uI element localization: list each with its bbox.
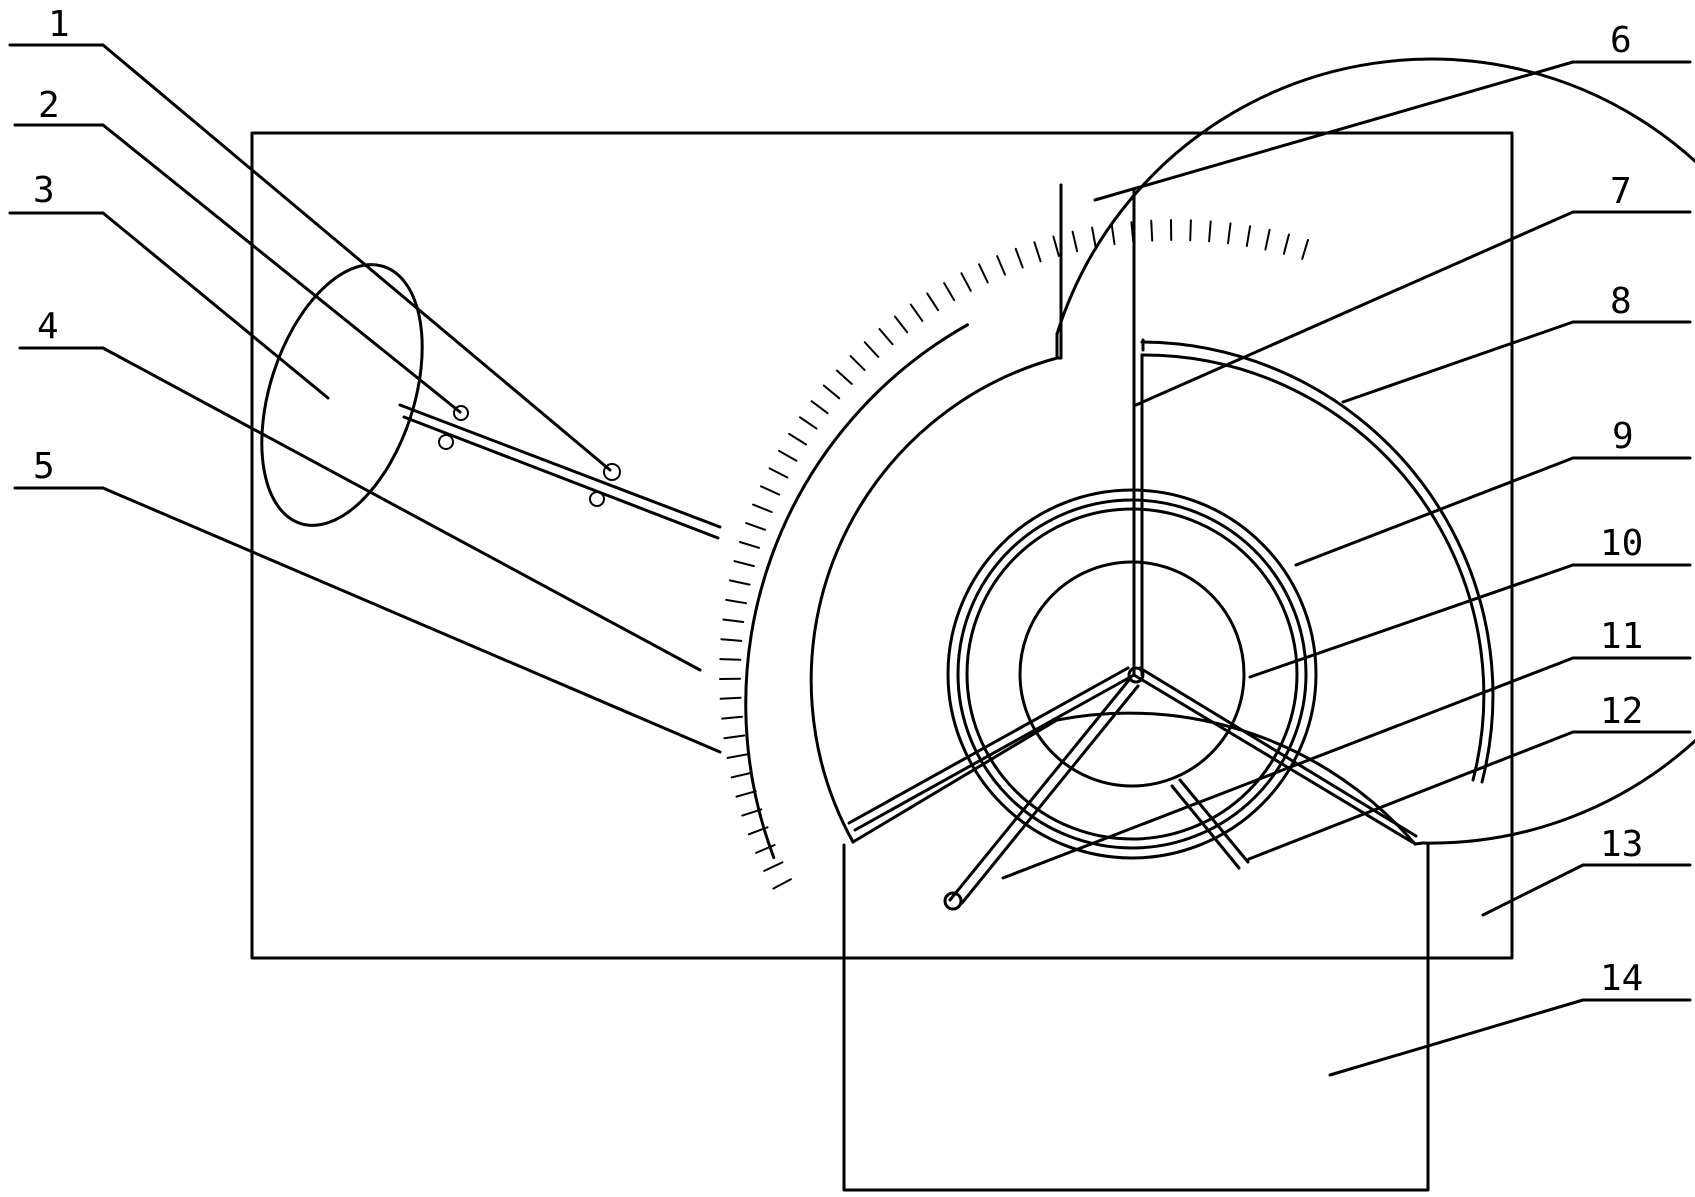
callout-3: 3	[33, 170, 55, 211]
callout-11: 11	[1600, 616, 1643, 657]
pointer-rod-4	[398, 403, 722, 540]
scale-tick	[719, 696, 742, 700]
scale-tick	[878, 328, 894, 346]
scale-tick	[763, 861, 784, 872]
callout-6: 6	[1610, 20, 1632, 61]
base-box-14	[842, 843, 1430, 1192]
scale-tick	[735, 790, 757, 798]
scale-tick	[926, 292, 940, 312]
scale-tick	[893, 315, 909, 334]
housing-13	[250, 131, 1514, 960]
scale-tick	[741, 808, 763, 817]
scale-tick	[799, 416, 818, 430]
scale-tick	[768, 467, 789, 479]
scale-tick	[720, 638, 743, 642]
middle-ring-9	[946, 488, 1318, 860]
callout-1: 1	[48, 4, 70, 45]
scale-tick	[996, 255, 1006, 276]
scale-tick	[760, 485, 781, 496]
scale-tick	[738, 541, 760, 549]
scale-tick	[747, 826, 769, 836]
inner-hub-10	[1018, 560, 1246, 788]
scale-tick	[730, 771, 753, 779]
outer-shell-8	[809, 57, 1695, 846]
callout-9: 9	[1612, 416, 1634, 457]
scale-tick	[726, 753, 749, 759]
scale-tick	[722, 618, 745, 623]
scale-tick	[725, 598, 747, 605]
scale-tick	[863, 341, 880, 358]
scale-tick	[752, 503, 773, 513]
callout-4: 4	[37, 306, 59, 347]
scale-tick	[1110, 223, 1116, 246]
callout-labels: 1 2 3 4 5 6 7 8 9 10 11 12 13 14	[33, 4, 1643, 999]
scale-tick	[1189, 219, 1192, 242]
callout-14: 14	[1600, 958, 1643, 999]
fasteners-1-2	[438, 405, 621, 507]
callout-12: 12	[1600, 691, 1643, 732]
graduated-scale-5	[719, 219, 1309, 890]
scale-tick	[788, 432, 808, 446]
scale-tick	[1227, 222, 1232, 245]
scale-tick	[1091, 226, 1097, 249]
scale-tick	[772, 878, 792, 890]
scraper-12	[1170, 778, 1250, 870]
callout-10: 10	[1600, 523, 1643, 564]
scale-tick	[822, 384, 841, 400]
scale-tick	[733, 560, 755, 568]
scale-tick	[978, 263, 989, 284]
scale-tick	[728, 579, 751, 586]
scale-tick	[960, 272, 972, 292]
callout-5: 5	[33, 446, 55, 487]
scale-tick	[1208, 220, 1212, 243]
scale-tick	[1301, 238, 1309, 260]
scale-tick	[1282, 233, 1290, 255]
scale-tick	[835, 369, 853, 385]
scale-tick	[778, 449, 798, 462]
scale-tick	[1071, 230, 1079, 253]
scale-tick	[1033, 241, 1042, 263]
scale-tick	[849, 355, 866, 372]
scale-tick	[723, 734, 746, 740]
scale-tick	[909, 303, 924, 322]
indicator-disk-3	[260, 263, 424, 527]
scale-tick	[1150, 219, 1154, 242]
scale-tick	[1245, 225, 1252, 247]
callout-7: 7	[1610, 171, 1632, 212]
leader-lines	[8, 43, 1692, 1077]
rotor-arms-11	[847, 666, 1418, 911]
inlet-pipe-6	[1059, 183, 1145, 360]
scale-tick	[810, 400, 829, 415]
scale-tick	[1264, 228, 1271, 251]
scale-tick	[943, 282, 956, 302]
scale-tick	[755, 844, 776, 854]
scale-tick	[719, 658, 742, 661]
scale-tick	[745, 522, 766, 531]
callout-8: 8	[1610, 281, 1632, 322]
scale-tick	[1014, 247, 1024, 269]
callout-2: 2	[38, 85, 60, 126]
callout-13: 13	[1600, 824, 1643, 865]
scale-tick	[721, 715, 743, 720]
rotor-shaft-7	[1132, 188, 1495, 784]
scale-tick	[1052, 235, 1060, 257]
